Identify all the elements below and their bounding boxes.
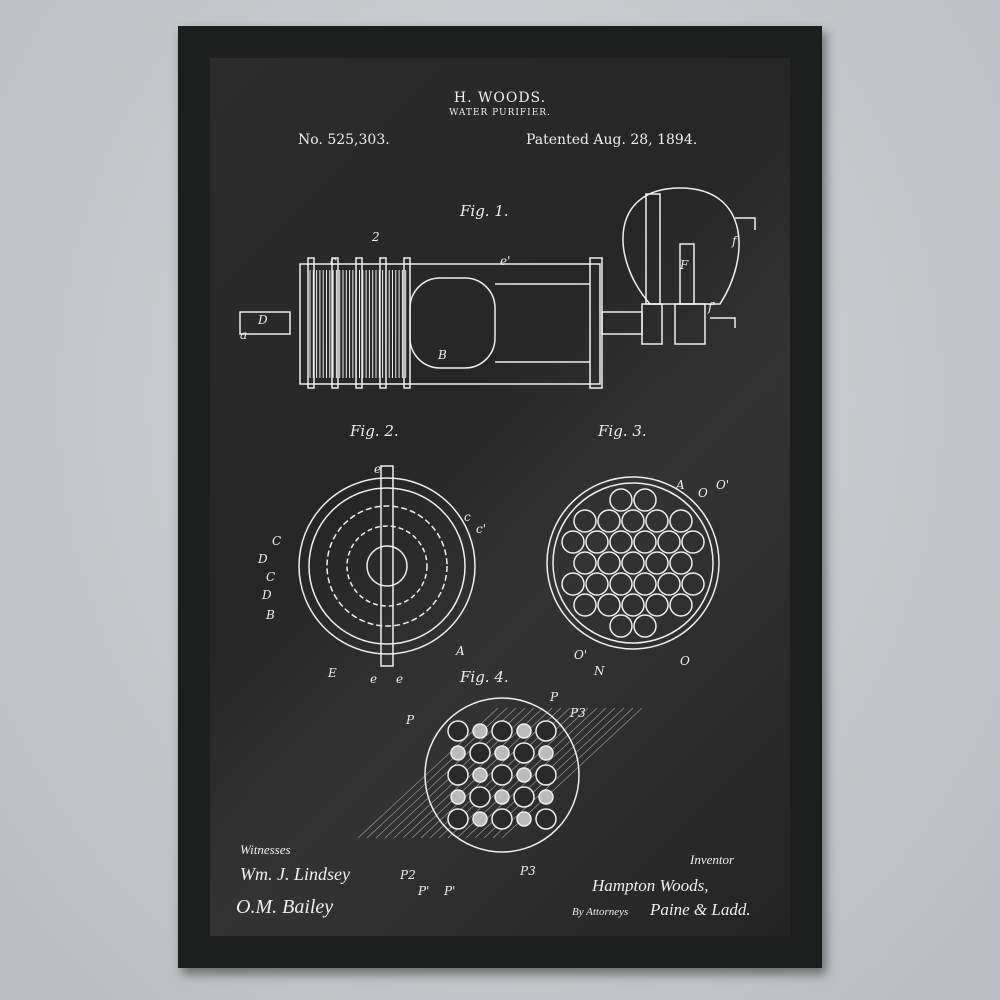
label: D	[258, 552, 268, 566]
label: P3	[520, 864, 536, 878]
chalkboard-patent-print: H. WOODS. WATER PURIFIER. No. 525,303. P…	[210, 58, 790, 936]
label: P'	[418, 884, 429, 898]
label: c'	[476, 522, 486, 536]
label: e	[370, 672, 377, 686]
label: A	[676, 478, 685, 492]
label: e	[374, 462, 381, 476]
fig-2-drawing	[299, 466, 475, 666]
label: f'	[708, 300, 716, 314]
label: c	[464, 510, 471, 524]
witness-signature-1: Wm. J. Lindsey	[240, 864, 350, 885]
label: P3	[570, 706, 586, 720]
label: O	[680, 654, 690, 668]
label: e'	[500, 254, 510, 268]
label: O'	[716, 478, 729, 492]
label: N	[594, 664, 605, 678]
inventor-label: Inventor	[690, 852, 734, 868]
label: a	[240, 328, 247, 342]
witness-signature-2: O.M. Bailey	[236, 896, 333, 919]
label: B	[438, 348, 447, 362]
attorneys-signature: Paine & Ladd.	[650, 900, 751, 920]
label: D	[262, 588, 272, 602]
label: D	[258, 313, 268, 327]
label: O	[698, 486, 708, 500]
label: 2	[372, 230, 380, 244]
label: c	[330, 254, 337, 268]
label: P	[550, 690, 558, 704]
label: P2	[400, 868, 416, 882]
inventor-signature: Hampton Woods,	[592, 876, 709, 896]
label: e	[396, 672, 403, 686]
fig-4-drawing	[358, 698, 642, 852]
label: E	[328, 666, 337, 680]
fig-3-drawing	[547, 477, 719, 649]
label: P	[406, 713, 414, 727]
label: B	[266, 608, 275, 622]
label: P'	[444, 884, 455, 898]
label: O'	[574, 648, 587, 662]
picture-frame: H. WOODS. WATER PURIFIER. No. 525,303. P…	[178, 26, 822, 968]
label: C	[272, 534, 281, 548]
label: f	[732, 234, 736, 248]
fig-1-drawing	[240, 188, 755, 388]
label: C	[266, 570, 275, 584]
attorneys-label: By Attorneys	[572, 906, 628, 918]
witnesses-label: Witnesses	[240, 842, 291, 858]
label: F	[680, 258, 688, 272]
label: A	[456, 644, 465, 658]
